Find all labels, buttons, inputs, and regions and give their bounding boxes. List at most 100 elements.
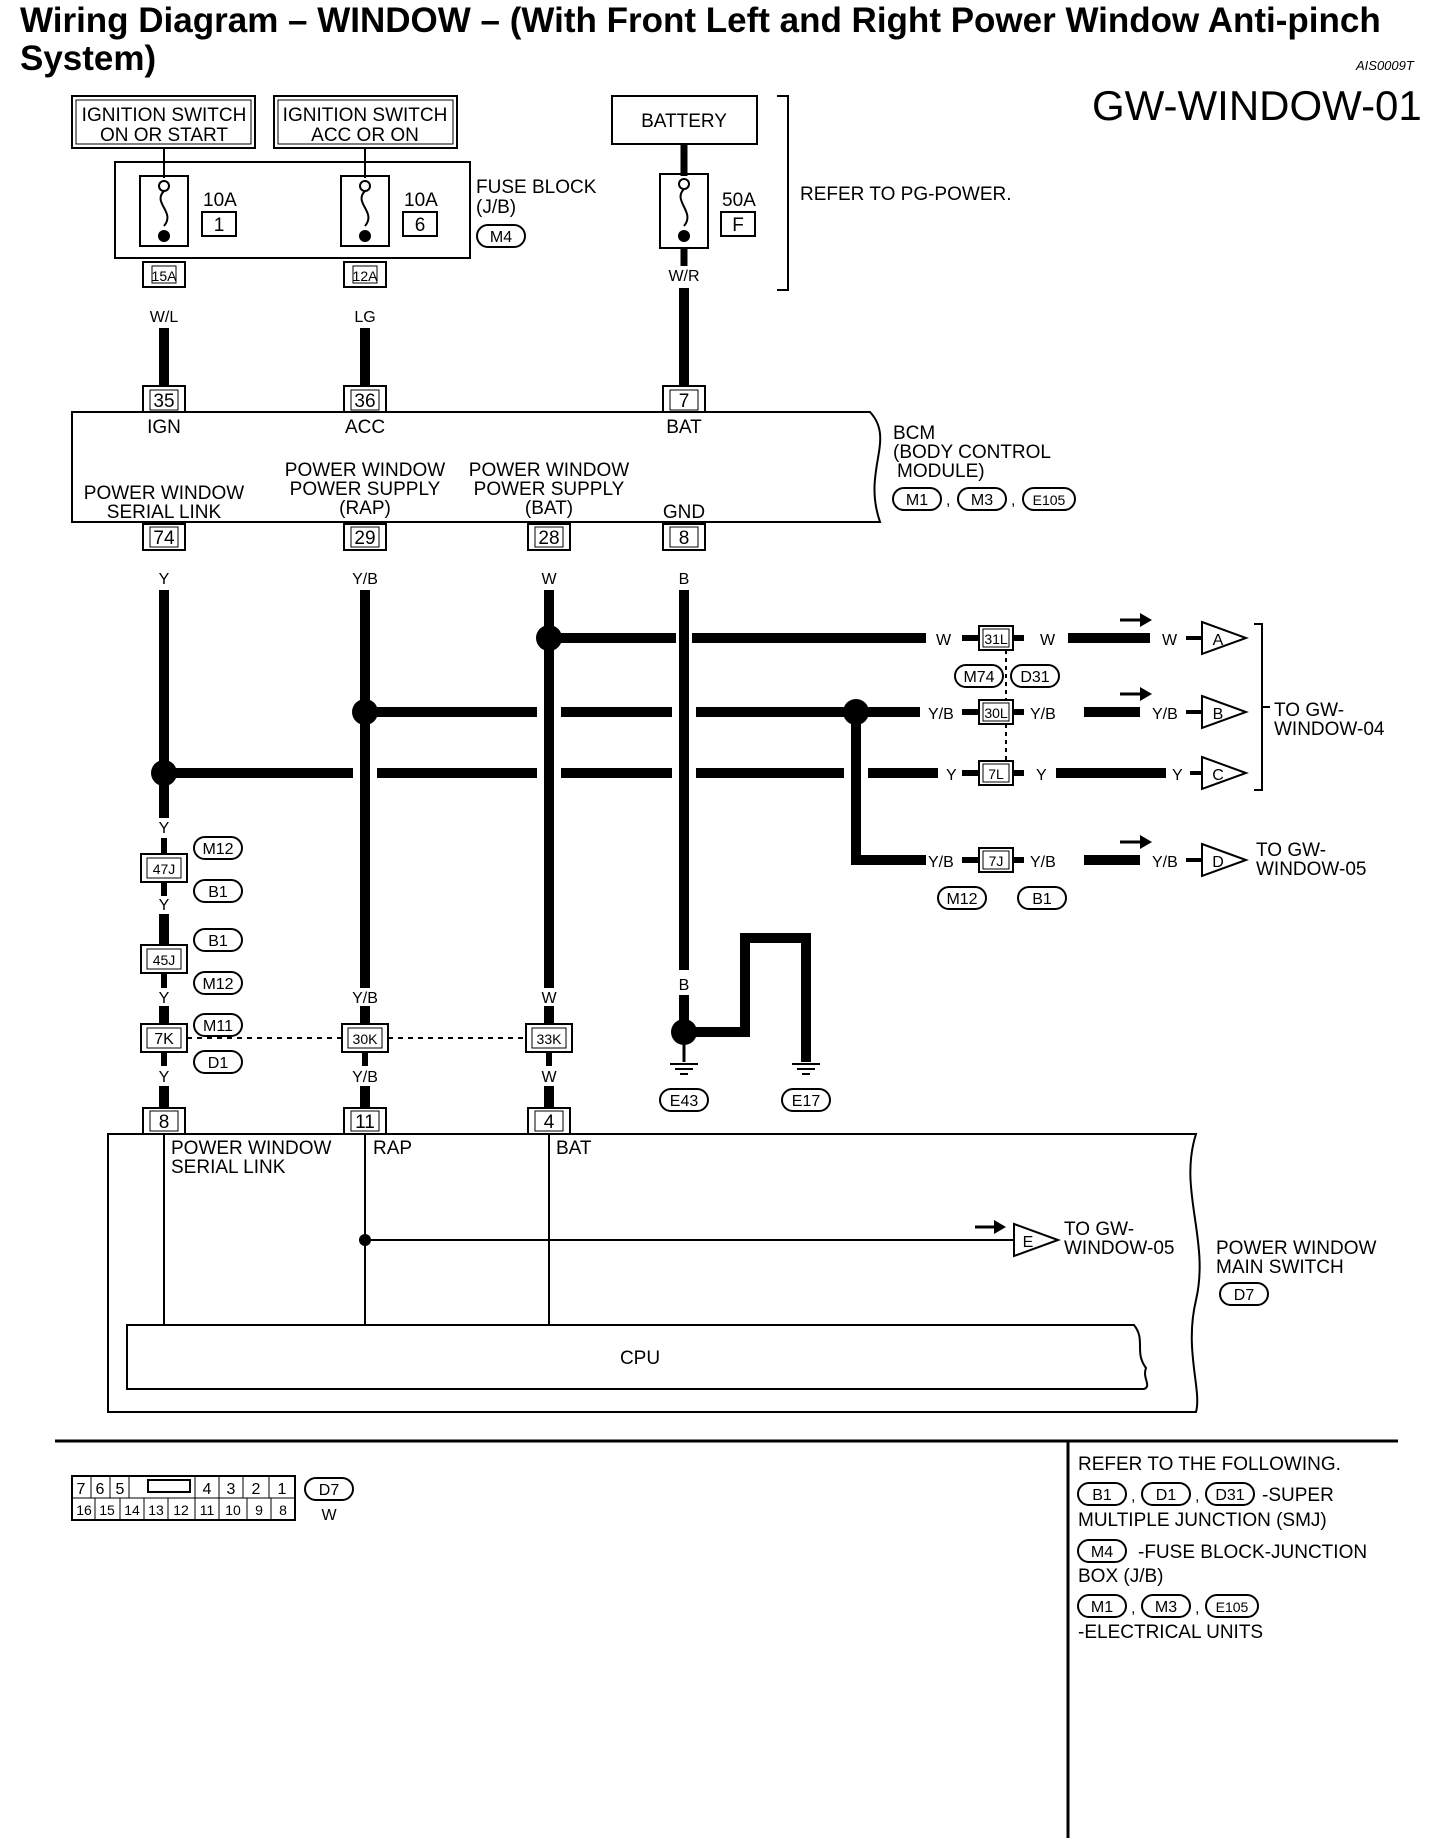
svg-text:(RAP): (RAP) (339, 498, 391, 519)
svg-text:Y/B: Y/B (352, 990, 378, 1007)
svg-text:BATTERY: BATTERY (641, 111, 727, 132)
svg-text:36: 36 (354, 391, 375, 412)
svg-text:IGNITION SWITCH: IGNITION SWITCH (82, 105, 247, 126)
svg-text:2: 2 (252, 1481, 261, 1498)
svg-text:POWER SUPPLY: POWER SUPPLY (474, 479, 625, 500)
svg-text:-SUPER: -SUPER (1262, 1485, 1334, 1506)
svg-text:W: W (936, 632, 952, 649)
svg-text:11: 11 (355, 1112, 375, 1133)
svg-text:E105: E105 (1216, 1599, 1249, 1615)
svg-text:POWER WINDOW: POWER WINDOW (84, 483, 244, 504)
svg-text:W: W (321, 1507, 337, 1524)
svg-text:B1: B1 (1092, 1487, 1112, 1504)
svg-text:4: 4 (544, 1112, 555, 1133)
svg-text:M74: M74 (963, 669, 994, 686)
svg-text:W: W (541, 990, 557, 1007)
svg-text:ON OR START: ON OR START (100, 125, 228, 146)
svg-text:POWER WINDOW: POWER WINDOW (171, 1138, 331, 1159)
svg-text:6: 6 (96, 1481, 105, 1498)
svg-text:M12: M12 (946, 891, 977, 908)
svg-text:28: 28 (538, 528, 559, 549)
serial-link-path: Y 47J M12 B1 Y 45J B1 M12 Y (140, 820, 243, 1024)
svg-text:8: 8 (279, 1502, 287, 1518)
bcm-box: IGN ACC BAT POWER WINDOW SERIAL LINK POW… (71, 411, 882, 523)
svg-text:POWER SUPPLY: POWER SUPPLY (290, 479, 441, 500)
svg-text:47J: 47J (153, 861, 176, 877)
svg-text:Y: Y (1036, 767, 1047, 784)
svg-text:M12: M12 (202, 976, 233, 993)
svg-text:Y/B: Y/B (1152, 854, 1178, 871)
svg-text:WINDOW-05: WINDOW-05 (1064, 1238, 1174, 1259)
wire-yb-to-b: Y/B 30L Y/B Y/B B (352, 687, 1249, 730)
svg-text:RAP: RAP (373, 1138, 412, 1159)
svg-text:Y: Y (946, 767, 957, 784)
svg-text:W: W (541, 1069, 557, 1086)
smj-row: Y/B W 7K 30K 33K M11 D1 Y Y/B W (140, 990, 573, 1108)
svg-text:B1: B1 (208, 933, 228, 950)
svg-text:Y/B: Y/B (1152, 706, 1178, 723)
svg-text:M1: M1 (906, 492, 928, 509)
svg-text:30L: 30L (984, 705, 1008, 721)
svg-text:REFER TO PG-POWER.: REFER TO PG-POWER. (800, 184, 1012, 205)
svg-text:C: C (1212, 767, 1224, 784)
svg-text:E43: E43 (670, 1093, 699, 1110)
svg-text:M4: M4 (1091, 1544, 1113, 1561)
svg-text:MODULE): MODULE) (897, 461, 985, 482)
svg-text:74: 74 (153, 528, 175, 549)
svg-text:POWER WINDOW: POWER WINDOW (469, 460, 629, 481)
svg-text:7J: 7J (989, 853, 1004, 869)
svg-text:IGN: IGN (147, 417, 181, 438)
svg-text:8: 8 (679, 528, 690, 549)
svg-text:D7: D7 (319, 1482, 340, 1499)
svg-text:ACC OR ON: ACC OR ON (311, 125, 419, 146)
svg-text:WINDOW-04: WINDOW-04 (1274, 719, 1385, 740)
svg-text:,: , (1011, 492, 1015, 509)
svg-text:8: 8 (159, 1112, 170, 1133)
svg-text:BCM: BCM (893, 423, 935, 444)
svg-text:B: B (679, 571, 690, 588)
svg-text:,: , (1195, 1488, 1199, 1505)
svg-text:(BAT): (BAT) (525, 498, 573, 519)
svg-text:13: 13 (148, 1502, 164, 1518)
svg-text:7K: 7K (154, 1031, 174, 1048)
svg-text:ACC: ACC (345, 417, 385, 438)
bcm-label: BCM (BODY CONTROL MODULE) M1 , M3 , E105 (892, 423, 1076, 511)
svg-text:5: 5 (116, 1481, 125, 1498)
svg-text:-FUSE BLOCK-JUNCTION: -FUSE BLOCK-JUNCTION (1138, 1542, 1367, 1563)
svg-text:30K: 30K (353, 1031, 379, 1047)
page-title: Wiring Diagram – WINDOW – (With Front Le… (20, 1, 1381, 78)
svg-text:11: 11 (200, 1502, 215, 1518)
svg-text:Y/B: Y/B (352, 1069, 378, 1086)
svg-text:33K: 33K (537, 1031, 563, 1047)
svg-text:D: D (1212, 854, 1224, 871)
svg-text:10: 10 (225, 1502, 241, 1518)
svg-text:7: 7 (77, 1481, 86, 1498)
svg-text:IGNITION SWITCH: IGNITION SWITCH (283, 105, 448, 126)
svg-text:D1: D1 (1156, 1487, 1177, 1504)
figure-code: AIS0009T (1356, 58, 1414, 73)
svg-text:B: B (1213, 706, 1224, 723)
ignition-switch-on-start: IGNITION SWITCH ON OR START (71, 95, 256, 149)
svg-text:POWER WINDOW: POWER WINDOW (1216, 1238, 1376, 1259)
svg-text:Y: Y (159, 571, 170, 588)
svg-text:FUSE BLOCK: FUSE BLOCK (476, 177, 597, 198)
fuse-50a-f: 50A F (659, 173, 756, 249)
refer-bracket: REFER TO PG-POWER. (777, 95, 1012, 291)
svg-text:,: , (1195, 1600, 1199, 1617)
svg-text:B1: B1 (208, 884, 228, 901)
svg-text:D1: D1 (208, 1055, 229, 1072)
svg-text:F: F (732, 215, 744, 236)
svg-text:Y: Y (159, 1069, 170, 1086)
svg-text:W/R: W/R (668, 268, 699, 285)
svg-text:Y/B: Y/B (928, 706, 954, 723)
svg-text:Y/B: Y/B (352, 571, 378, 588)
svg-text:W: W (1040, 632, 1056, 649)
svg-text:BAT: BAT (556, 1138, 592, 1159)
legend: REFER TO THE FOLLOWING. B1 , D1 , D31 -S… (1077, 1454, 1367, 1643)
svg-text:1: 1 (278, 1481, 287, 1498)
wire-w-to-a: W 31L W W A (536, 613, 1249, 656)
svg-text:E: E (1023, 1234, 1034, 1251)
svg-text:M1: M1 (1091, 1599, 1113, 1616)
svg-text:M11: M11 (203, 1018, 233, 1035)
